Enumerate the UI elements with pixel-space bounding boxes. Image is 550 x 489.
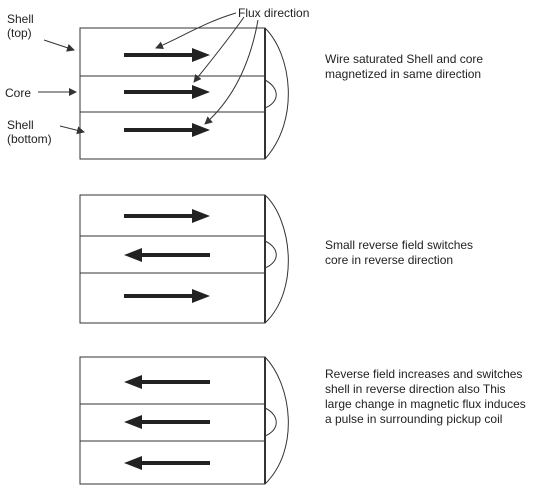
flux-arrow-shell-top-right (192, 48, 210, 62)
pickup-coil-loop (264, 356, 289, 485)
flux-arrow-shell-top-right (192, 209, 210, 223)
shell-top-label: Shell (top) (7, 12, 34, 40)
flux-pointer-bottom (204, 19, 259, 125)
shell-bottom-layer (79, 111, 266, 160)
panel-3 (79, 356, 289, 485)
core-bulge (264, 240, 277, 269)
label-pointers (38, 12, 259, 135)
panel-1-description: Wire saturated Shell and core magnetized… (325, 52, 484, 81)
panel-2-description: Small reverse field switches core in rev… (325, 238, 474, 267)
shell-top-pointer (43, 39, 75, 52)
shell-bottom-label: Shell (bottom) (7, 118, 52, 146)
shell-top-layer (79, 27, 266, 77)
core-bulge (264, 407, 277, 437)
flux-arrow-shell-bottom-right (192, 123, 210, 137)
flux-arrow-core-left (124, 248, 142, 262)
flux-pointer-core (193, 16, 245, 83)
panel-3-description: Reverse field increases and switches she… (325, 367, 526, 426)
shell-bottom-pointer (59, 125, 85, 135)
core-bulge (264, 79, 277, 109)
pickup-coil-loop (264, 194, 289, 324)
flux-arrow-shell-bottom-left (124, 456, 142, 470)
flux-arrow-shell-top-left (124, 375, 142, 389)
panel-2 (79, 194, 289, 324)
flux-pointer-top (155, 12, 237, 49)
flux-arrows (124, 48, 210, 470)
core-label: Core (5, 86, 32, 100)
flux-direction-label: Flux direction (238, 6, 310, 20)
flux-arrow-core-left (124, 415, 142, 429)
panel-1 (79, 27, 289, 160)
pickup-coil-loop (264, 27, 289, 160)
flux-arrow-shell-bottom-right (192, 289, 210, 303)
flux-arrow-core-right (192, 85, 210, 99)
